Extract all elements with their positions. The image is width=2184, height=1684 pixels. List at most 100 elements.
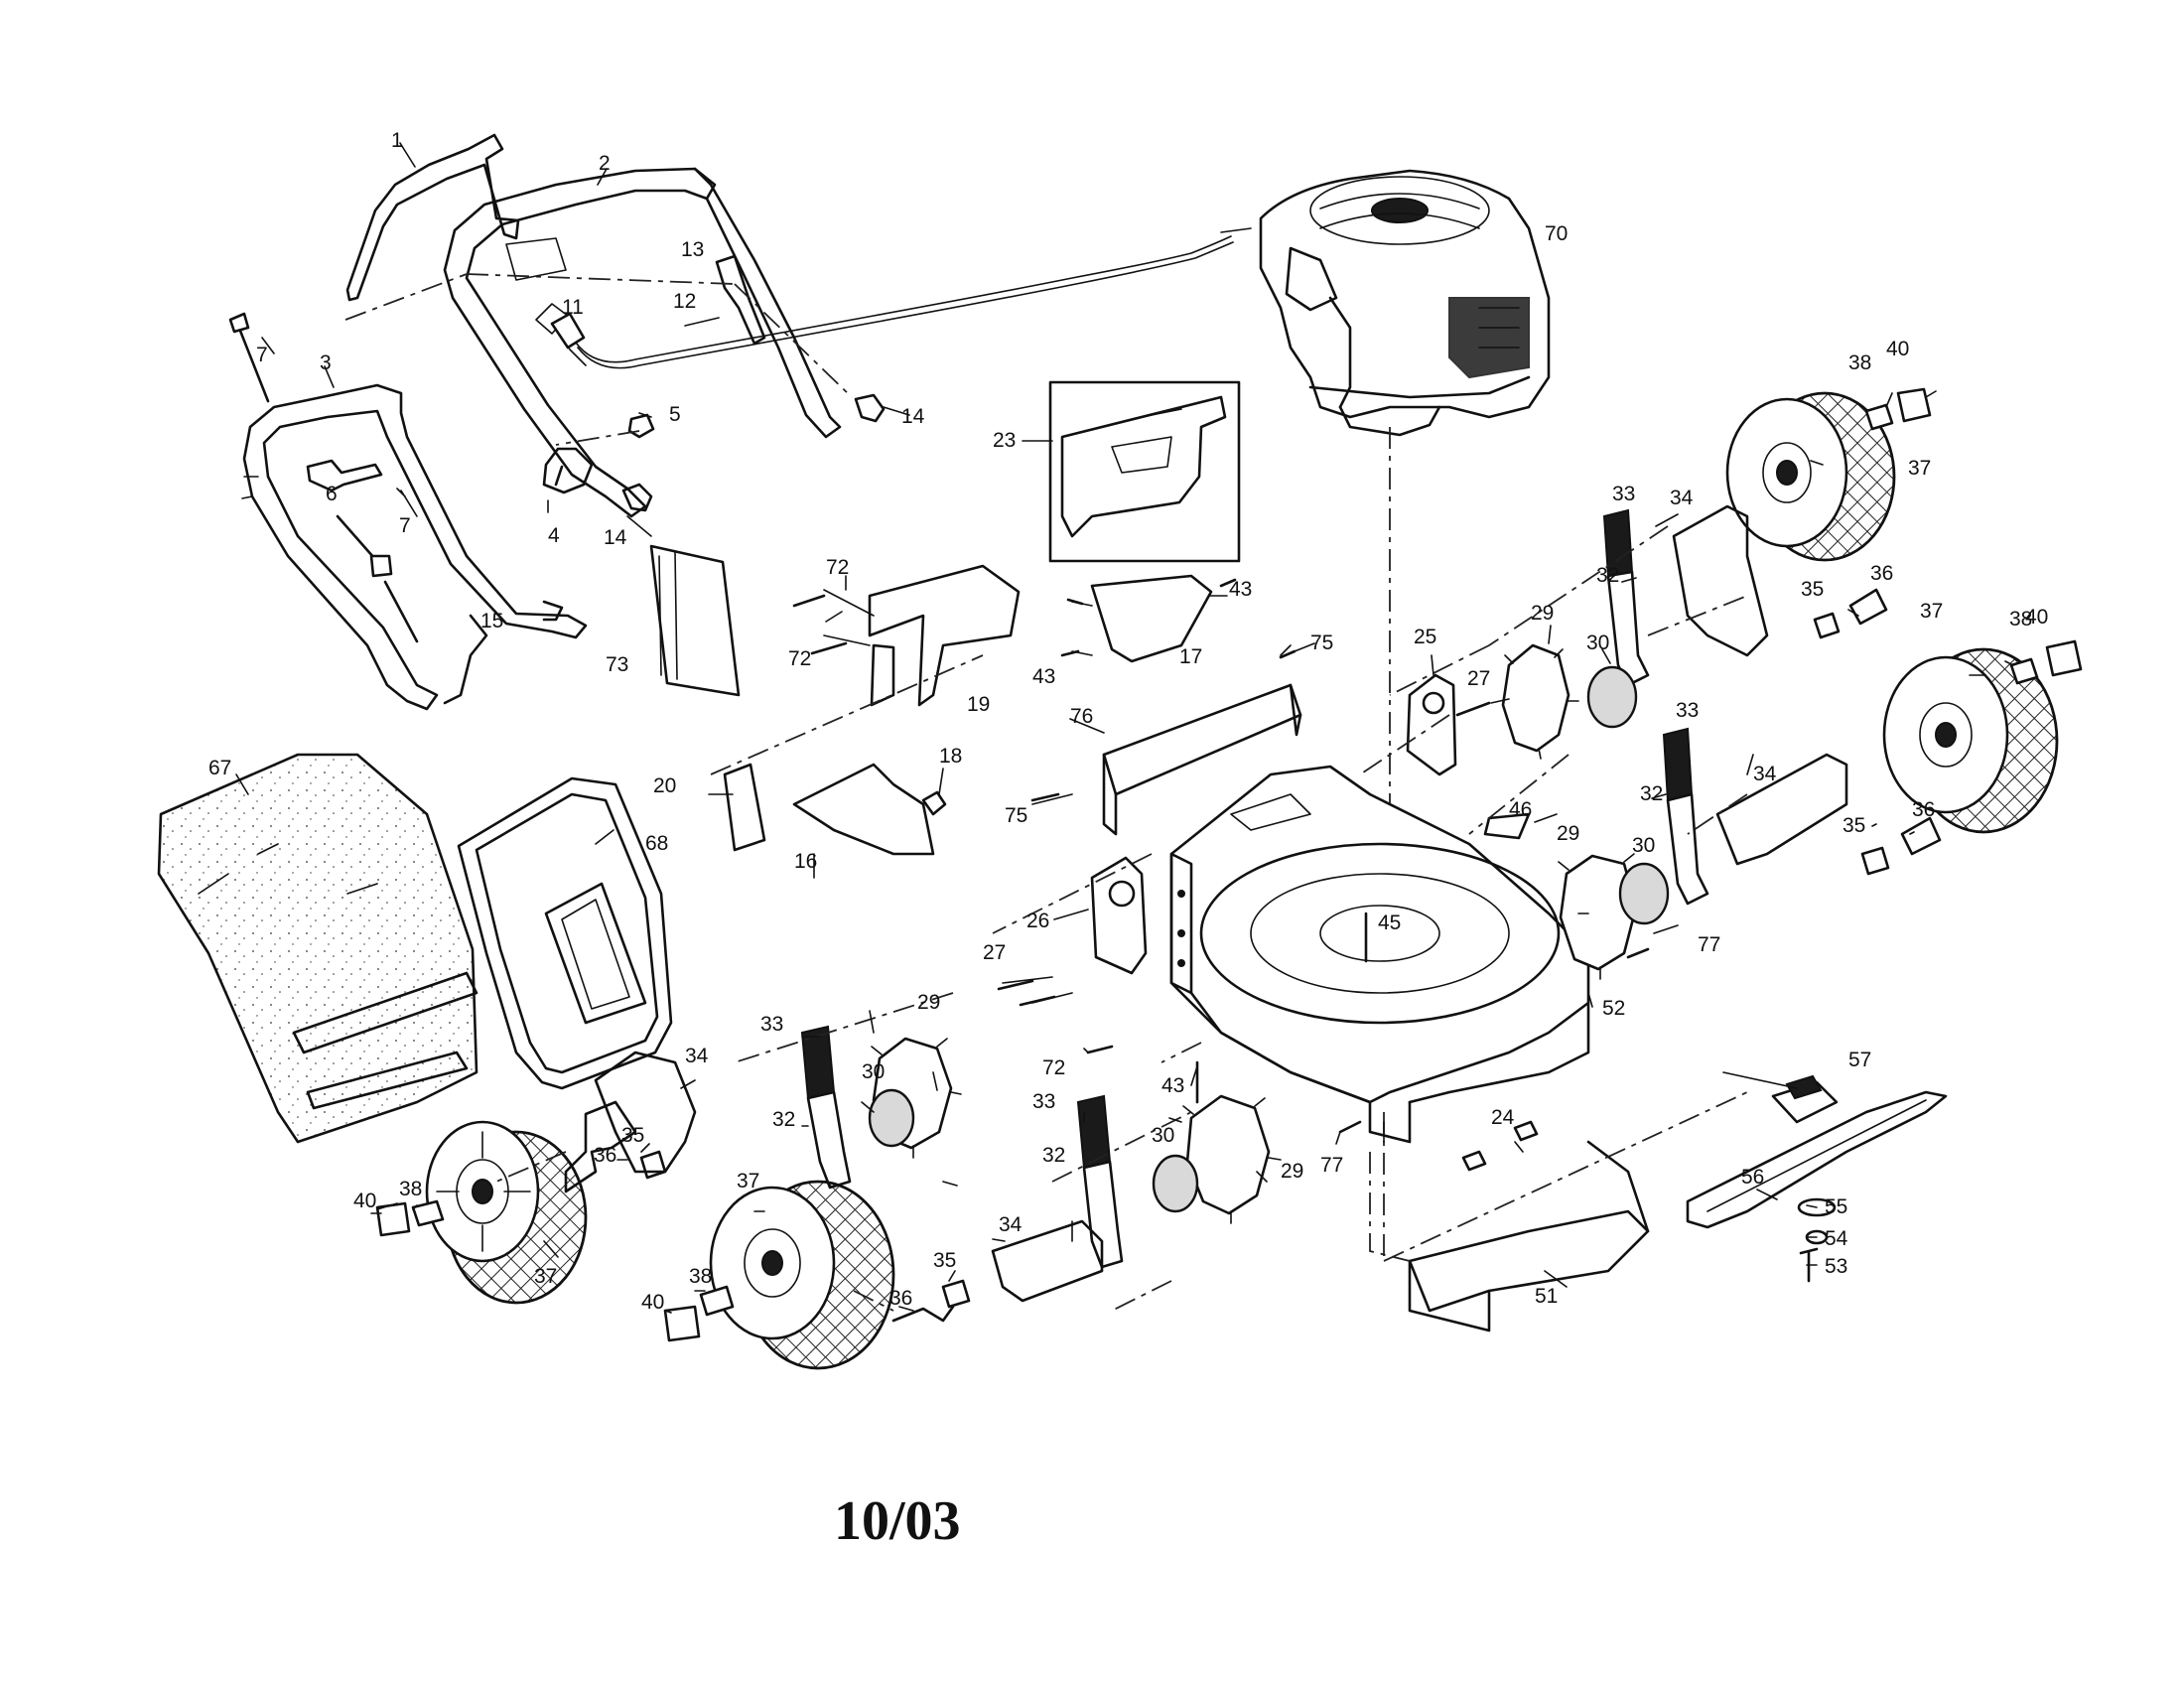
screw-72-deck — [1086, 1045, 1114, 1054]
wingnut-14-upper — [854, 393, 886, 423]
height-lever-33-32-d — [1076, 1094, 1124, 1269]
callout: 37 — [1908, 457, 1931, 480]
handle-knob-cluster — [228, 312, 564, 705]
callout: 73 — [606, 653, 628, 676]
inset-box-23 — [1048, 380, 1241, 563]
bolt-27-c — [1455, 701, 1491, 717]
axle-bracket-34-c — [1672, 504, 1769, 657]
callout: 67 — [208, 757, 231, 779]
callout-labels: 1 2 3 4 5 6 7 7 11 12 13 14 14 15 16 17 … — [208, 129, 2048, 1314]
callout: 34 — [1670, 487, 1694, 509]
rear-flap-73 — [649, 544, 741, 697]
knob-6 — [306, 459, 383, 492]
callout: 68 — [645, 832, 668, 855]
callout: 32 — [1640, 782, 1663, 805]
callout: 37 — [737, 1170, 759, 1193]
callout: 25 — [1414, 626, 1436, 648]
control-cable — [575, 235, 1234, 369]
callout: 77 — [1698, 933, 1720, 956]
callout: 7 — [256, 344, 268, 366]
screw-12 — [684, 317, 720, 327]
bushing-30-d — [1152, 1154, 1199, 1213]
rear-shield-76 — [1031, 644, 1302, 836]
callout: 72 — [826, 556, 849, 579]
callout: 35 — [933, 1249, 956, 1272]
axle-34-b — [991, 1219, 1104, 1303]
callout: 34 — [1753, 763, 1777, 785]
callout: 40 — [2025, 606, 2048, 629]
bolt-36-c — [1848, 588, 1888, 626]
callout: 29 — [1531, 602, 1554, 625]
callout: 37 — [1920, 600, 1943, 623]
callout: 34 — [999, 1213, 1023, 1236]
bolt-27-a — [997, 979, 1034, 991]
hinge-rod-20-16 — [710, 654, 984, 856]
callout: 43 — [1032, 665, 1055, 688]
bolt-53 — [1799, 1247, 1819, 1283]
callout: 17 — [1179, 645, 1202, 668]
control-11 — [550, 312, 586, 350]
callout: 72 — [788, 647, 811, 670]
screw-43-right — [1219, 578, 1237, 588]
callout: 40 — [641, 1291, 664, 1314]
axle-34-d — [1715, 753, 1848, 866]
gear-plate-29-b — [1558, 853, 1649, 980]
nut-24-a — [1461, 1150, 1487, 1172]
hinge-20 — [723, 763, 766, 852]
small-fasteners — [792, 578, 1650, 1172]
axle-bracket-34-a — [594, 1051, 697, 1174]
bolt-27-b — [1019, 995, 1056, 1007]
callout: 30 — [1632, 834, 1655, 857]
bolt-7-upper — [236, 324, 270, 403]
callout: 6 — [326, 483, 338, 505]
callout: 2 — [599, 152, 611, 175]
callout: 32 — [772, 1108, 795, 1131]
callout: 70 — [1545, 222, 1568, 245]
upper-handle-bail — [345, 133, 520, 302]
screw-72-b — [810, 641, 848, 655]
bag-frame-68 — [457, 776, 673, 1090]
callout: 43 — [1161, 1074, 1184, 1097]
height-lever-33-32-b — [1662, 727, 1709, 906]
callout: 36 — [1912, 798, 1935, 821]
spring-clip-15 — [443, 614, 488, 705]
callout: 29 — [1557, 822, 1579, 845]
blade-56 — [1686, 1090, 1948, 1229]
handle-hardware-4-5-14 — [344, 254, 886, 512]
label-46 — [1483, 812, 1531, 840]
callout: 51 — [1535, 1285, 1558, 1308]
callout: 38 — [689, 1265, 712, 1288]
callout: 1 — [391, 129, 403, 152]
height-lever-33-32-c — [800, 1025, 852, 1190]
cap-40-a — [375, 1201, 411, 1237]
nut-38-c — [1864, 403, 1894, 431]
lower-handle-2 — [443, 167, 842, 518]
nut-5 — [627, 413, 655, 439]
callout: 26 — [1026, 910, 1049, 932]
washer-35-a — [639, 1150, 667, 1180]
baffle-51 — [1369, 1140, 1650, 1333]
wheel-assy-right-front — [1715, 639, 2083, 876]
callout: 33 — [1032, 1090, 1055, 1113]
callout: 72 — [1042, 1056, 1065, 1079]
callout: 29 — [1281, 1160, 1303, 1183]
bushing-30-b — [1618, 862, 1670, 925]
cap-40-d — [2045, 639, 2083, 677]
screw-77-b — [1338, 1120, 1362, 1134]
rod-16 — [792, 763, 935, 856]
callout: 33 — [1676, 699, 1699, 722]
hairpin-15 — [542, 600, 564, 622]
callout: 27 — [1467, 667, 1490, 690]
callout: 38 — [1848, 351, 1871, 374]
callout: 36 — [1870, 562, 1893, 585]
callout: 76 — [1070, 705, 1093, 728]
callout: 32 — [1596, 564, 1619, 587]
callout: 11 — [562, 296, 584, 319]
callout: 46 — [1509, 798, 1532, 821]
callout: 35 — [621, 1124, 644, 1147]
callout: 15 — [480, 610, 503, 632]
callout: 7 — [399, 514, 411, 537]
callout: 33 — [760, 1013, 783, 1036]
callout: 52 — [1602, 997, 1625, 1020]
callout: 75 — [1005, 804, 1027, 827]
